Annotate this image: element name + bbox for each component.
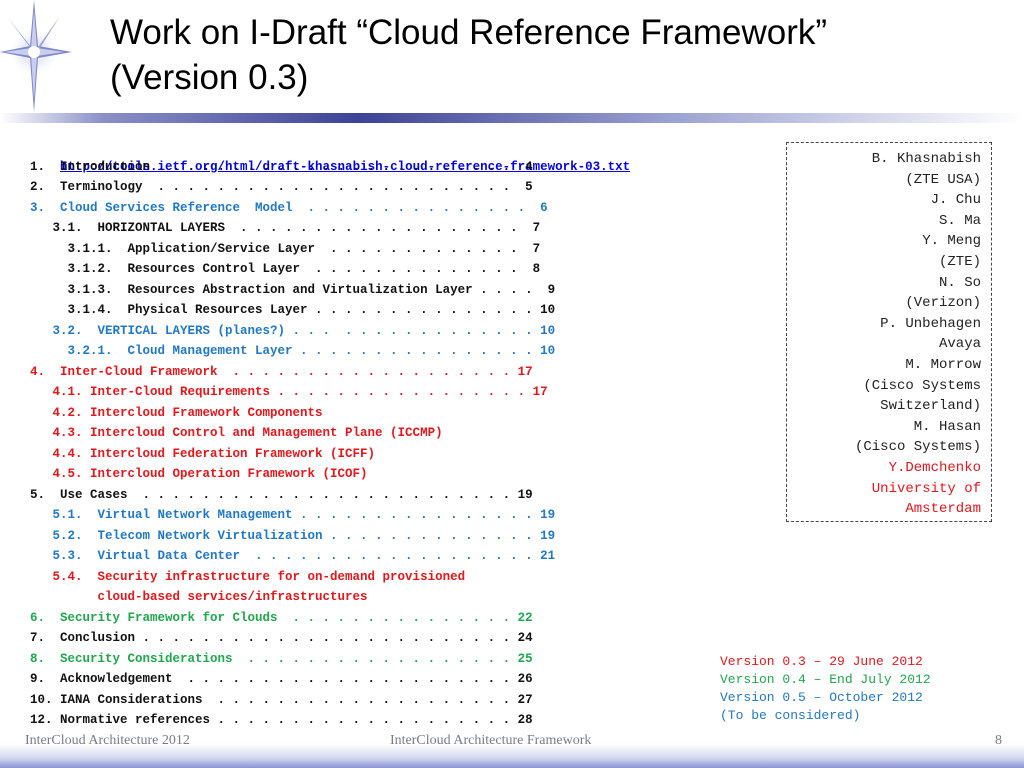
toc-entry: 4.2. Intercloud Framework Components [30, 405, 323, 420]
version-0-3: Version 0.3 – 29 June 2012 [720, 654, 923, 669]
toc-entry: 3.2. VERTICAL LAYERS (planes?) . . . . .… [30, 323, 556, 338]
author-line: N. So [938, 274, 981, 291]
author-line: J. Chu [930, 192, 981, 209]
title-divider-bar [0, 113, 1024, 123]
toc-entry: 6. Security Framework for Clouds . . . .… [30, 610, 533, 625]
toc-entry: 5.2. Telecom Network Virtualization . . … [30, 528, 556, 543]
version-0-4: Version 0.4 – End July 2012 [720, 672, 931, 687]
author-line: S. Ma [938, 212, 981, 229]
author-line: Y.Demchenko [888, 459, 981, 476]
footer-center-text: InterCloud Architecture Framework [390, 733, 592, 748]
author-line: P. Unbehagen [880, 315, 981, 332]
toc-entry: 10. IANA Considerations . . . . . . . . … [30, 692, 533, 707]
toc-entry: 5.1. Virtual Network Management . . . . … [30, 508, 556, 522]
toc-entry: 4.1. Inter-Cloud Requirements . . . . . … [30, 385, 548, 399]
toc-entry: 3.1.4. Physical Resources Layer . . . . … [30, 303, 556, 317]
toc-entry: 3.2.1. Cloud Management Layer . . . . . … [30, 344, 556, 358]
toc-entry: 5.4. Security infrastructure for on-dema… [30, 569, 466, 584]
slide-title-line-2: (Version 0.3) [110, 58, 309, 97]
toc-link-row: http://tools.ietf.org/html/draft-khasnab… [30, 136, 730, 174]
toc-entry: 2. Terminology . . . . . . . . . . . . .… [30, 180, 533, 194]
author-line: B. Khasnabish [871, 151, 981, 167]
draft-link[interactable]: http://tools.ietf.org/html/draft-khasnab… [60, 159, 631, 174]
table-of-contents: http://tools.ietf.org/html/draft-khasnab… [30, 136, 730, 731]
star-logo-icon [0, 0, 72, 112]
toc-entry: 3.1.1. Application/Service Layer . . . .… [30, 241, 541, 256]
page-number: 8 [995, 733, 1002, 748]
author-line: University of [871, 480, 981, 497]
toc-entry: 5. Use Cases . . . . . . . . . . . . . .… [30, 487, 533, 502]
toc-entry: 3.1. HORIZONTAL LAYERS . . . . . . . . .… [30, 221, 541, 235]
author-line: M. Morrow [905, 356, 981, 373]
toc-entry: 7. Conclusion . . . . . . . . . . . . . … [30, 631, 533, 645]
toc-entry: 4.5. Intercloud Operation Framework (ICO… [30, 467, 368, 481]
toc-entry: cloud-based services/infrastructures [30, 590, 368, 604]
author-line: Y. Meng [922, 233, 981, 250]
toc-entry: 4. Inter-Cloud Framework . . . . . . . .… [30, 364, 533, 379]
toc-entry: 3.1.3. Resources Abstraction and Virtual… [30, 282, 556, 297]
authors-box: B. Khasnabish (ZTE USA) J. Chu S. Ma Y. Meng… [786, 142, 992, 522]
version-0-5: Version 0.5 – October 2012 [720, 690, 923, 705]
toc-entry: 9. Acknowledgement . . . . . . . . . . .… [30, 672, 533, 686]
author-line: (ZTE USA) [905, 171, 981, 188]
author-line: (ZTE) [938, 253, 981, 270]
toc-entry: 12. Normative references . . . . . . . .… [30, 713, 533, 727]
author-line: Switzerland) [880, 398, 981, 415]
toc-entry: 4.4. Intercloud Federation Framework (IC… [30, 446, 376, 461]
version-note: (To be considered) [720, 708, 861, 723]
toc-entry: 5.3. Virtual Data Center . . . . . . . .… [30, 549, 556, 563]
author-line: Avaya [938, 336, 981, 353]
slide-title: Work on I-Draft “Cloud Reference Framewo… [110, 10, 1010, 100]
toc-entry: 1. Introduction . . . . . . . . . . . . … [30, 159, 533, 174]
author-line: (Cisco Systems) [854, 439, 981, 456]
toc-entry: 3. Cloud Services Reference Model . . . … [30, 200, 548, 215]
toc-rows: 1. Introduction . . . . . . . . . . . . … [30, 157, 730, 731]
slide-title-line-1: Work on I-Draft “Cloud Reference Framewo… [110, 13, 828, 52]
footer-left-text: InterCloud Architecture 2012 [25, 733, 190, 748]
author-line: (Cisco Systems [863, 377, 981, 394]
toc-entry: 3.1.2. Resources Control Layer . . . . .… [30, 262, 541, 276]
author-line: (Verizon) [905, 295, 981, 312]
author-line: Amsterdam [905, 501, 981, 518]
author-line: M. Hasan [913, 418, 981, 435]
version-notes: Version 0.3 – 29 June 2012 Version 0.4 –… [720, 653, 1020, 725]
toc-entry: 8. Security Considerations . . . . . . .… [30, 651, 533, 666]
toc-entry: 4.3. Intercloud Control and Management P… [30, 426, 443, 440]
slide-footer: InterCloud Architecture 2012 InterCloud … [0, 728, 1024, 768]
